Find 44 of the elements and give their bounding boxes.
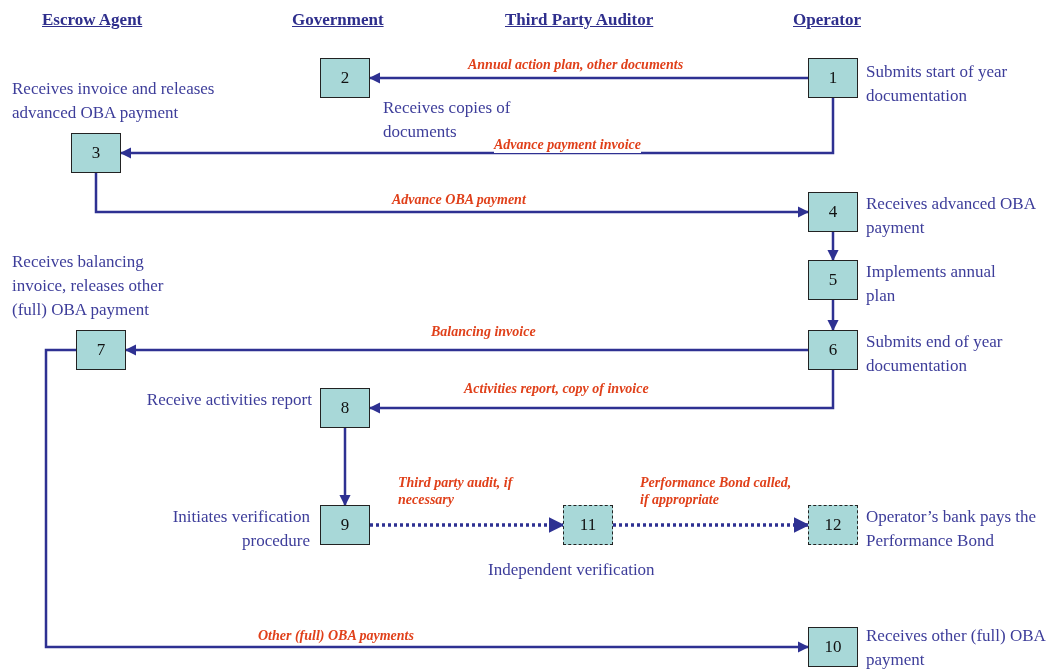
step-caption: Receive activities report bbox=[145, 389, 312, 411]
arrow bbox=[827, 232, 839, 262]
step-box: 12 bbox=[808, 505, 858, 545]
lane-heading: Operator bbox=[793, 10, 861, 30]
step-box: 9 bbox=[320, 505, 370, 545]
arrow bbox=[44, 348, 810, 653]
lane-heading: Third Party Auditor bbox=[505, 10, 654, 30]
edge-label: Advance payment invoice bbox=[494, 136, 641, 153]
step-box: 5 bbox=[808, 260, 858, 300]
edge-label: Activities report, copy of invoice bbox=[464, 380, 649, 397]
arrow bbox=[339, 428, 351, 507]
step-caption: Independent verification bbox=[488, 559, 656, 581]
step-box: 7 bbox=[76, 330, 126, 370]
edge-label: Annual action plan, other documents bbox=[468, 56, 684, 73]
step-caption: Receives invoice and releases advanced OBA payment bbox=[12, 78, 216, 124]
step-caption: Receives advanced OBA payment bbox=[866, 193, 1037, 239]
step-box: 1 bbox=[808, 58, 858, 98]
arrow bbox=[368, 72, 808, 84]
step-caption: Submits start of year documentation bbox=[866, 61, 1009, 107]
step-box: 11 bbox=[563, 505, 613, 545]
arrow bbox=[124, 344, 808, 356]
step-box: 3 bbox=[71, 133, 121, 173]
step-box: 4 bbox=[808, 192, 858, 232]
step-caption: Operator’s bank pays the Performance Bond bbox=[866, 506, 1038, 552]
lane-heading: Government bbox=[292, 10, 384, 30]
arrow bbox=[370, 517, 565, 533]
step-caption: Receives balancing invoice, releases other (full) OBA payment bbox=[12, 251, 165, 321]
edge-label: Other (full) OBA payments bbox=[258, 627, 414, 644]
edge-label: Balancing invoice bbox=[431, 323, 536, 340]
step-box: 8 bbox=[320, 388, 370, 428]
step-box: 10 bbox=[808, 627, 858, 667]
step-box: 2 bbox=[320, 58, 370, 98]
lane-heading: Escrow Agent bbox=[42, 10, 143, 30]
step-caption: Initiates verification procedure bbox=[171, 506, 310, 552]
arrow bbox=[827, 300, 839, 332]
step-caption: Implements annual plan bbox=[866, 261, 997, 307]
arrow bbox=[94, 173, 810, 218]
step-caption: Submits end of year documentation bbox=[866, 331, 1004, 377]
step-box: 6 bbox=[808, 330, 858, 370]
edge-label: Advance OBA payment bbox=[392, 191, 526, 208]
arrow bbox=[119, 98, 835, 159]
arrow bbox=[368, 370, 835, 414]
step-caption: Receives other (full) OBA payment bbox=[866, 625, 1046, 671]
arrow bbox=[613, 517, 810, 533]
